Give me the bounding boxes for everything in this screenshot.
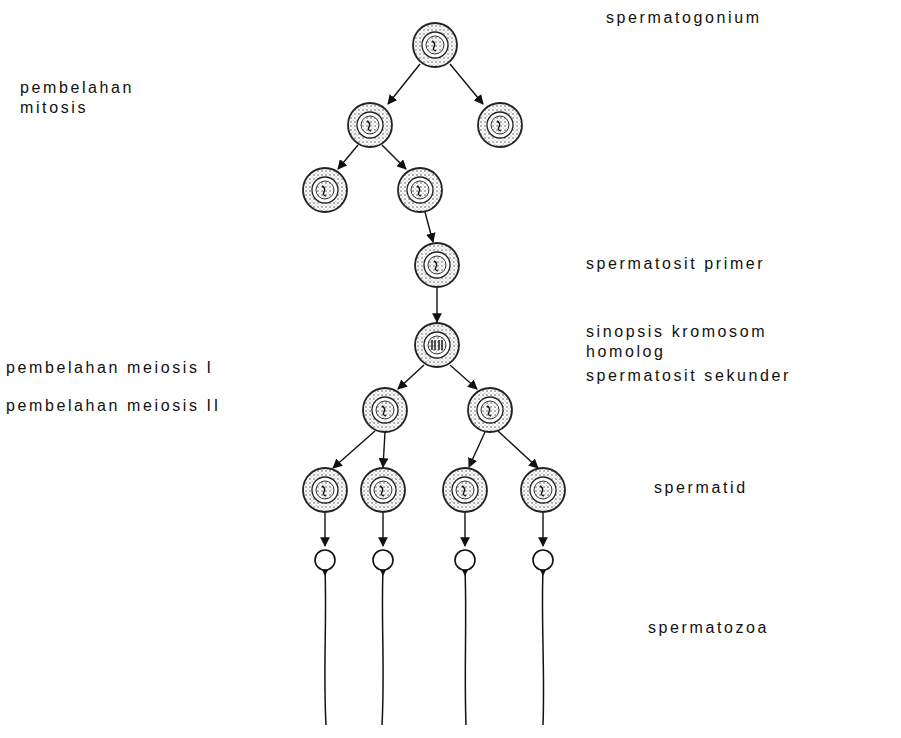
cell	[415, 243, 459, 287]
arrow	[425, 212, 433, 242]
arrow	[542, 513, 543, 546]
arrow	[469, 432, 485, 467]
cell	[478, 103, 522, 147]
cell	[521, 468, 565, 512]
arrow	[450, 365, 477, 389]
stage-label: spermatozoa	[648, 618, 769, 638]
arrow	[333, 431, 375, 468]
cell	[413, 23, 457, 67]
arrow	[338, 145, 358, 169]
arrows	[325, 64, 543, 546]
stage-label: pembelahan mitosis	[20, 78, 170, 118]
arrow	[450, 64, 483, 104]
sperm	[373, 550, 393, 725]
sperm	[455, 550, 475, 725]
cell	[303, 468, 347, 512]
arrow	[382, 513, 383, 546]
stage-label: spermatosit sekunder	[586, 366, 791, 386]
stage-label: spermatid	[654, 478, 748, 498]
arrow	[436, 288, 437, 322]
arrow	[383, 432, 385, 467]
sperm	[533, 550, 553, 725]
arrow	[388, 64, 420, 104]
cell	[398, 168, 442, 212]
arrow	[464, 513, 465, 546]
arrow	[382, 145, 406, 169]
stage-label: sinopsis kromosom homolog	[586, 322, 848, 362]
stage-label: pembelahan meiosis I	[6, 358, 214, 378]
arrow	[324, 513, 325, 546]
arrow	[398, 365, 424, 389]
cell	[468, 388, 512, 432]
stage-label: spermatogonium	[606, 8, 762, 28]
cell	[348, 103, 392, 147]
cell	[361, 468, 405, 512]
cell	[415, 323, 459, 367]
sperm	[315, 550, 335, 725]
arrow	[498, 431, 538, 468]
cell	[303, 168, 347, 212]
stage-label: spermatosit primer	[586, 254, 765, 274]
cell	[443, 468, 487, 512]
cell	[363, 388, 407, 432]
stage-label: pembelahan meiosis II	[6, 396, 221, 416]
